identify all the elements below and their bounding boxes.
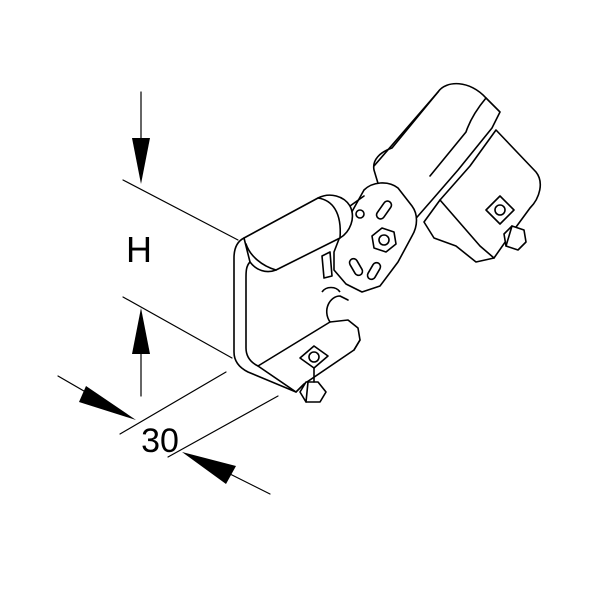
width-label: 30	[141, 422, 179, 460]
height-arrow-top-head	[132, 138, 150, 184]
hinge-slot-right	[366, 261, 382, 281]
height-arrow-bottom-head	[132, 308, 150, 354]
height-dimension: H	[122, 91, 239, 397]
rolled-lip-curl	[245, 243, 277, 271]
hinge-bolt-center	[378, 234, 390, 246]
base-nut-icon	[299, 381, 327, 403]
base-plate-end-edge	[353, 339, 361, 351]
width-arrow-left-head	[79, 386, 136, 420]
u-bracket	[233, 237, 361, 403]
height-label: H	[126, 229, 152, 270]
clamp-plate-edge	[373, 91, 439, 167]
hinge-tab-left	[321, 251, 333, 279]
height-extension-line-bottom	[122, 296, 233, 359]
width-arrow-right-shaft	[229, 473, 271, 495]
u-bracket-outer-edge	[233, 237, 297, 393]
hinge-slot-top	[375, 200, 393, 220]
rolled-lip-joint	[349, 195, 365, 207]
hinge-plate	[321, 182, 418, 293]
width-dimension: 30	[57, 371, 279, 495]
clamp-plate-fold-line	[429, 97, 487, 177]
width-extension-line-right	[167, 395, 279, 458]
rolled-lip-cylinder	[243, 194, 354, 273]
bracket	[233, 82, 542, 403]
clamp-bolt-head	[494, 204, 506, 216]
clamp-nut-icon	[503, 225, 527, 251]
rolled-lip	[243, 194, 365, 273]
clamp-nut-edge	[505, 225, 513, 247]
clamp-plate-top-face	[372, 82, 501, 233]
hinge-rivet	[355, 209, 365, 219]
base-plate-curve	[325, 295, 349, 323]
hinge-slot-left	[348, 257, 364, 277]
width-arrow-right-head	[182, 452, 236, 484]
clamp-plate-inner-edge	[439, 199, 495, 259]
width-extension-line-left	[119, 371, 227, 435]
clamp-plate-upper	[372, 82, 542, 263]
base-nut-edge	[305, 381, 309, 403]
height-extension-line-top	[122, 179, 239, 241]
u-bracket-inner-edge	[245, 261, 301, 385]
base-bolt-head	[308, 351, 320, 363]
rolled-lip-end	[317, 197, 342, 239]
hinge-tab-lower	[321, 286, 341, 293]
